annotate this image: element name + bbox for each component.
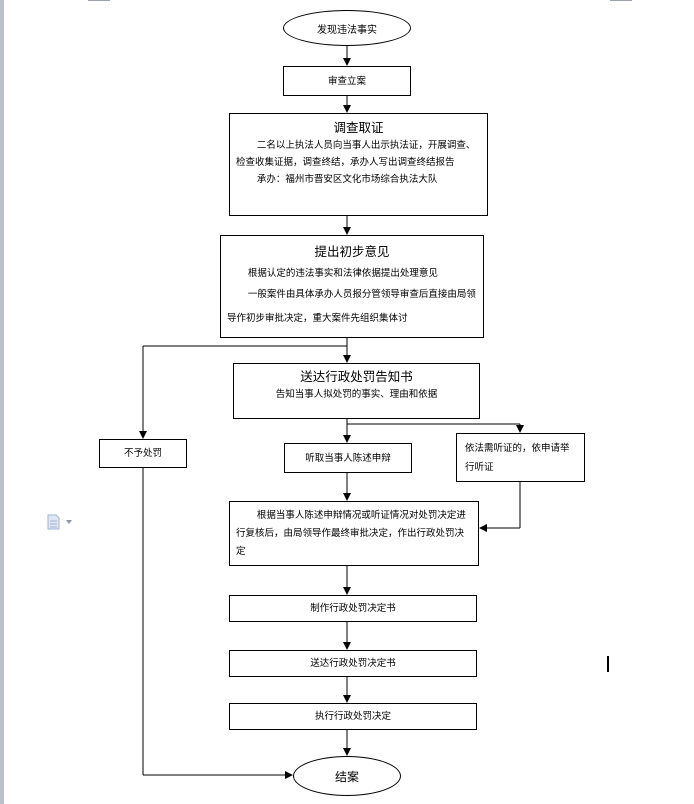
node-deliver-label: 送达行政处罚决定书 [310,658,396,669]
node-no-penalty-label: 不予处罚 [123,448,162,459]
node-opinion-text-1: 根据认定的违法事实和法律依据提出处理意见 [247,268,438,279]
node-hearing-label: 依法需听证的，依申请举行听证 [465,443,570,473]
node-deliver: 送达行政处罚决定书 [229,650,477,677]
node-hearing: 依法需听证的，依申请举行听证 [456,433,585,482]
page-corner-mark-left [88,0,110,1]
node-end-label: 结案 [334,769,359,784]
node-decide: 根据当事人陈述申辩情况或听证情况对处罚决定进行复核后，由局领导作最终审批决定，作… [229,501,479,566]
node-start: 发现违法事实 [283,10,411,46]
window-left-border [0,0,4,804]
page-corner-mark-right [610,0,632,1]
node-investigate-title: 调查取证 [333,120,384,135]
dropdown-arrow-icon [66,520,72,524]
node-notice-title: 送达行政处罚告知书 [300,369,413,384]
node-execute: 执行行政处罚决定 [229,703,477,730]
node-no-penalty: 不予处罚 [99,439,187,468]
node-opinion-title: 提出初步意见 [314,244,390,259]
node-opinion: 提出初步意见 根据认定的违法事实和法律依据提出处理意见 一般案件由具体承办人员报… [220,235,484,338]
node-notice-text: 告知当事人拟处罚的事实、理由和依据 [275,389,438,400]
node-investigate-text: 二名以上执法人员向当事人出示执法证，开展调查、检查收集证据，调查终结，承办人写出… [236,140,476,168]
node-end: 结案 [293,756,401,796]
node-start-label: 发现违法事实 [317,24,377,36]
node-investigate-owner: 承办：福州市晋安区文化市场综合执法大队 [256,174,438,185]
node-opinion-text-2: 一般案件由具体承办人员报分管领导审查后直接由局领导作初步审批决定，重大案件先组织… [227,289,476,324]
node-make-label: 制作行政处罚决定书 [310,603,396,614]
paste-options[interactable] [46,514,74,530]
node-notice: 送达行政处罚告知书 告知当事人拟处罚的事实、理由和依据 [233,363,480,419]
node-review: 审查立案 [283,66,411,96]
node-hear-statement-label: 听取当事人陈述申辩 [305,452,391,464]
node-decide-label: 根据当事人陈述申辩情况或听证情况对处罚决定进行复核后，由局领导作最终审批决定，作… [236,510,466,557]
text-cursor [607,656,609,672]
node-make: 制作行政处罚决定书 [229,595,477,622]
node-hear-statement: 听取当事人陈述申辩 [284,443,412,473]
node-review-label: 审查立案 [327,75,366,87]
node-execute-label: 执行行政处罚决定 [314,711,391,722]
node-investigate: 调查取证 二名以上执法人员向当事人出示执法证，开展调查、检查收集证据，调查终结，… [229,113,488,216]
document-icon [47,514,60,530]
